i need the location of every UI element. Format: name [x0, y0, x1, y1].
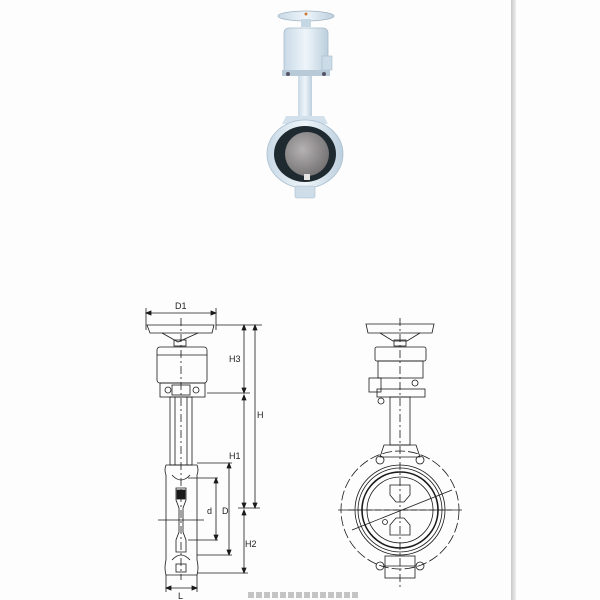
page-divider [511, 0, 516, 600]
figure-caption-clipped [248, 591, 360, 600]
dim-label-H2: H2 [245, 539, 257, 549]
dim-label-H: H [257, 410, 264, 420]
dim-label-d: d [207, 506, 212, 516]
side-view: D1 H3 H [144, 301, 264, 600]
dim-label-H3: H3 [229, 354, 241, 364]
dim-label-L: L [178, 591, 183, 600]
dim-label-D1: D1 [175, 301, 187, 311]
dim-label-H1: H1 [229, 451, 241, 461]
front-view [338, 318, 462, 590]
valve-photo [266, 10, 344, 199]
dim-label-D: D [222, 506, 229, 516]
